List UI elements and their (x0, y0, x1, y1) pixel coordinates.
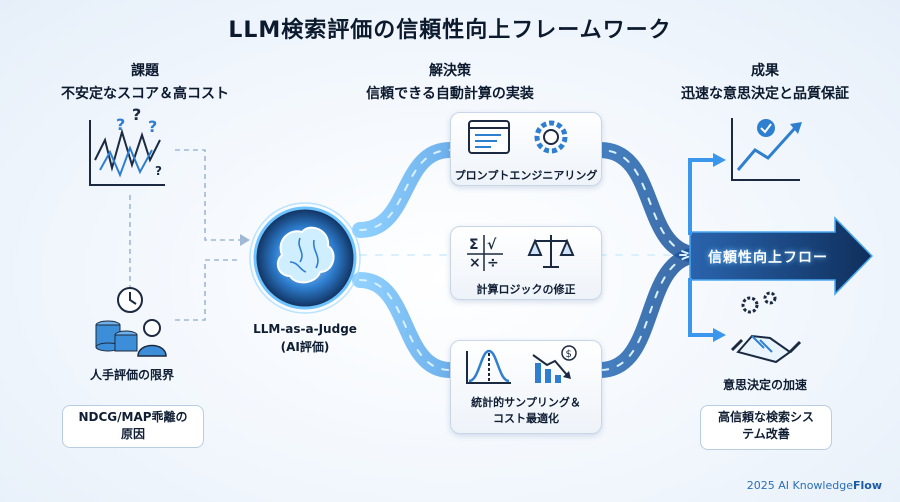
arrow-head-icon (240, 234, 250, 246)
judge-label: LLM-as-a-Judge (AI評価) (245, 320, 365, 356)
outcome-box-text: 高信頼な検索システム改善 (717, 410, 814, 441)
cause-box: NDCG/MAP乖離の原因 (62, 405, 204, 448)
unstable-score-chart-icon (89, 120, 165, 186)
svg-text:Σ: Σ (469, 237, 479, 253)
brain-icon (249, 202, 361, 314)
gear-icon (534, 120, 568, 154)
balance-scale-icon (527, 235, 575, 268)
svg-text:?: ? (132, 105, 141, 124)
cause-box-text: NDCG/MAP乖離の原因 (78, 410, 188, 441)
judge-label-line2: (AI評価) (280, 340, 330, 354)
solution-subtitle: 信頼できる自動計算の実装 (366, 86, 534, 102)
solution-label-prompt: プロンプトエンジニアリング (454, 169, 598, 182)
svg-text:√: √ (487, 237, 497, 253)
result-branch-arrows (688, 158, 715, 337)
result-subtitle: 迅速な意思決定と品質保証 (681, 86, 849, 102)
cost-down-chart-icon: $ (532, 345, 577, 383)
svg-text:×: × (469, 255, 481, 271)
arrow-head-icon (713, 153, 726, 167)
svg-text:?: ? (148, 117, 157, 136)
footer-year: 2025 (746, 479, 775, 492)
svg-text:?: ? (155, 164, 162, 178)
flow-label: 信頼性向上フロー (708, 250, 828, 266)
solution-label-sampling: 統計的サンプリング＆コスト最適化 (471, 396, 581, 425)
sampling-icons: $ (466, 345, 577, 384)
solution-card-logic: Σ √ × ÷ 計算ロジックの修正 (450, 226, 602, 300)
svg-text:?: ? (116, 115, 125, 134)
page-title: LLM検索評価の信頼性向上フレームワーク (228, 18, 672, 43)
logic-icons: Σ √ × ÷ (467, 235, 575, 271)
solution-heading-block: 解決策 信頼できる自動計算の実装 (335, 60, 565, 103)
bell-curve-icon (466, 349, 511, 384)
result-heading: 成果 (751, 63, 779, 79)
dashed-connectors (129, 149, 240, 321)
solution-label-logic: 計算ロジックの修正 (476, 283, 576, 296)
arrow-head-icon (713, 328, 726, 342)
outcome-box: 高信頼な検索システム改善 (700, 405, 832, 450)
human-eval-limit-label: 人手評価の限界 (89, 368, 174, 382)
footer-brand-suffix: Flow (852, 479, 882, 492)
judge-label-line1: LLM-as-a-Judge (253, 322, 357, 336)
footer-brand-prefix: AI Knowledge (778, 479, 853, 492)
svg-text:÷: ÷ (487, 255, 499, 271)
svg-text:$: $ (566, 349, 572, 360)
problem-heading: 課題 (131, 63, 159, 79)
problem-heading-block: 課題 不安定なスコア＆高コスト (40, 60, 250, 103)
rising-chart-icon (731, 118, 802, 181)
human-evaluator-icon (95, 287, 167, 357)
window-icon (468, 120, 510, 154)
reliability-arrow (689, 216, 874, 296)
solution-heading: 解決策 (429, 63, 471, 79)
prompt-icons (468, 120, 568, 154)
solution-card-sampling: $ 統計的サンプリング＆コスト最適化 (450, 340, 602, 434)
solution-card-prompt: プロンプトエンジニアリング (450, 112, 602, 186)
math-symbols-icon: Σ √ × ÷ (467, 235, 503, 271)
result-heading-block: 成果 迅速な意思決定と品質保証 (650, 60, 880, 103)
footer: 2025 AI KnowledgeFlow (747, 479, 882, 492)
handshake-icon (730, 291, 802, 364)
decision-label: 意思決定の加速 (722, 378, 807, 392)
problem-subtitle: 不安定なスコア＆高コスト (61, 86, 229, 102)
question-mark-icon: ???? (116, 105, 162, 178)
